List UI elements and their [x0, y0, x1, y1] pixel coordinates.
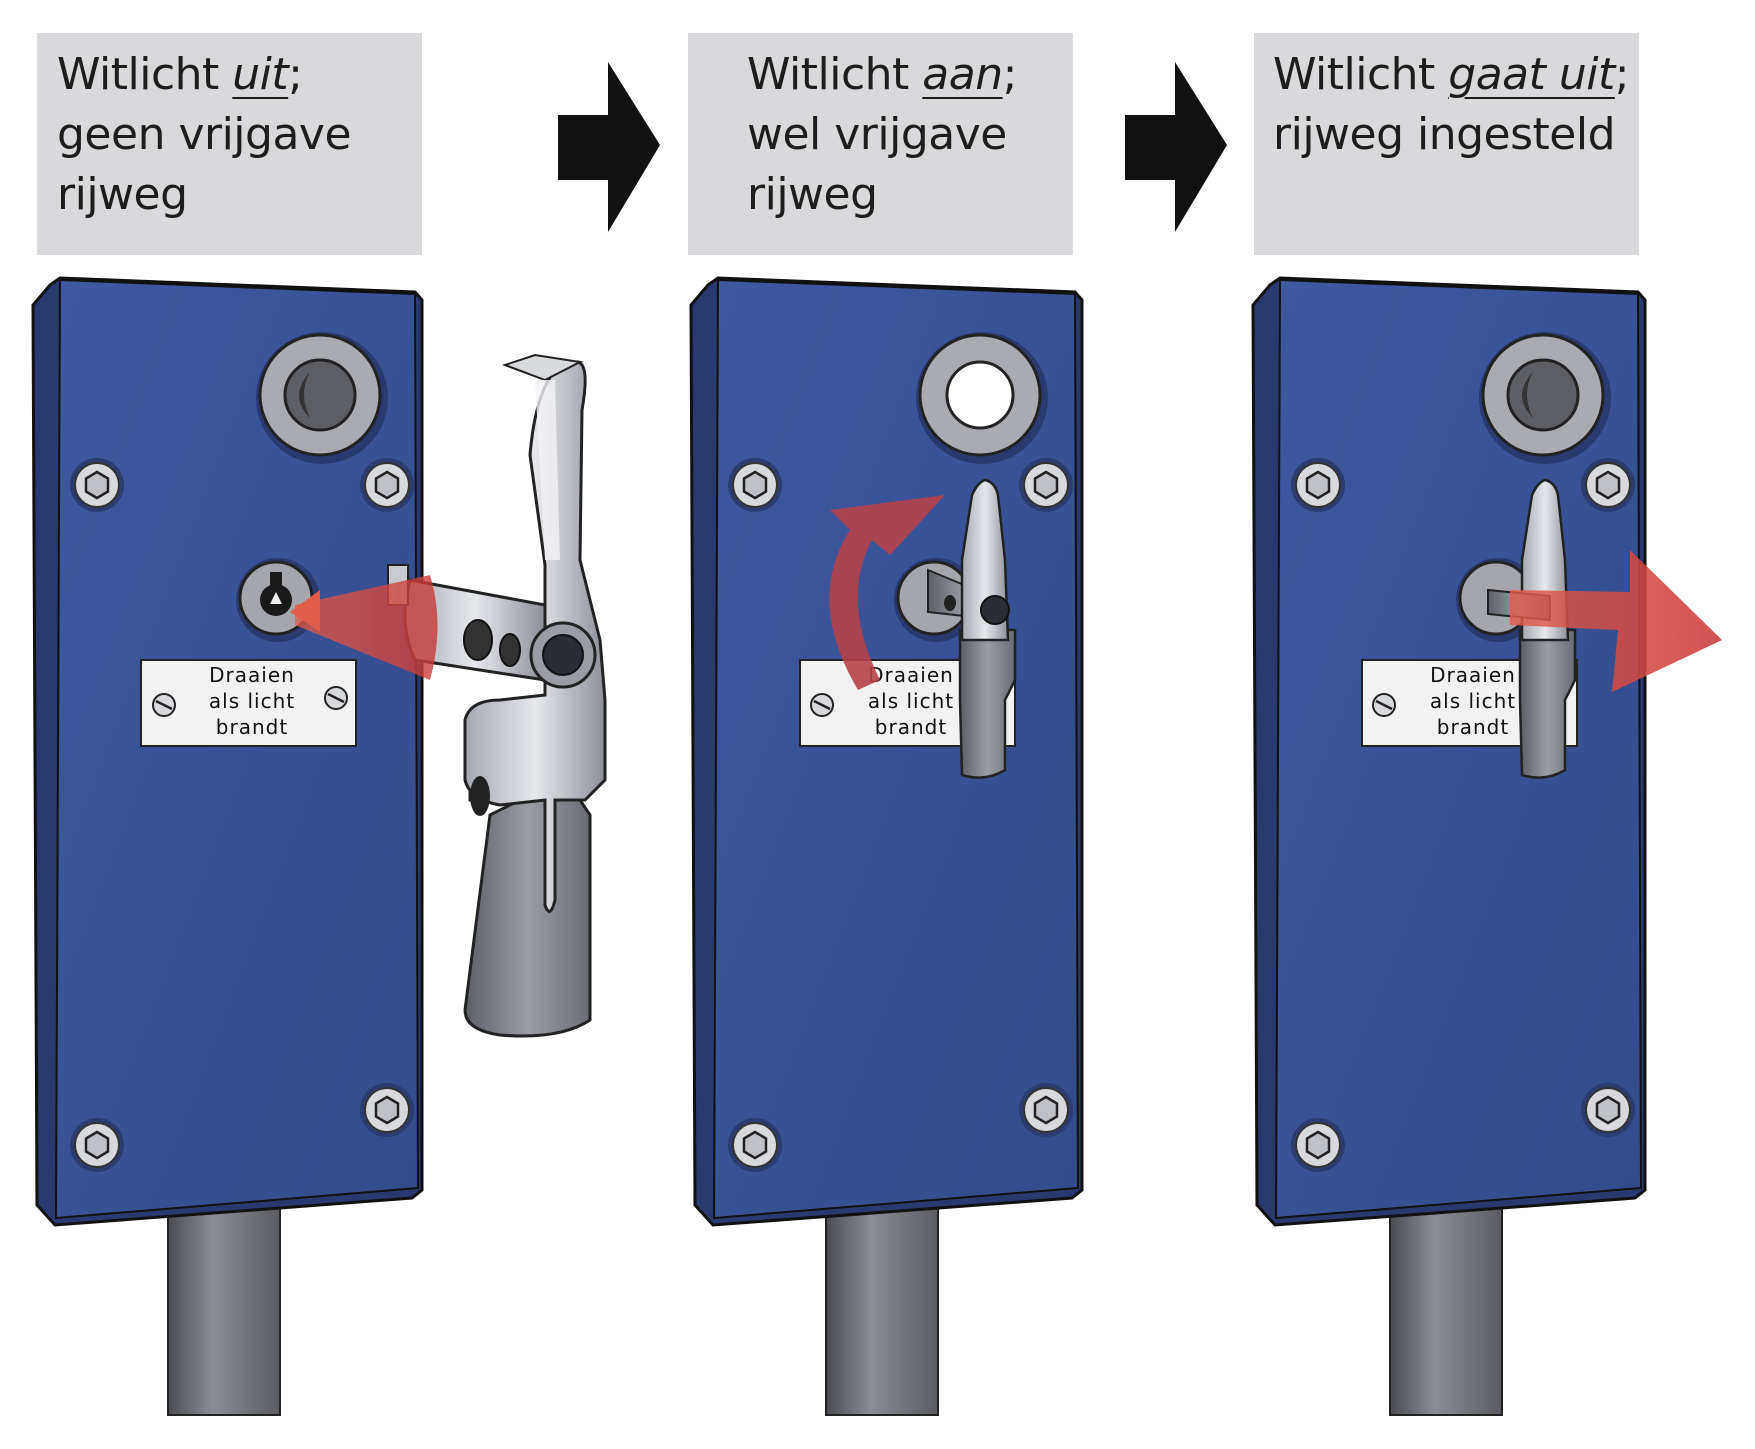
plate-text-3: brandt [216, 715, 288, 739]
plate-text-2: als licht [1430, 689, 1516, 713]
keyhole [236, 558, 320, 642]
key-icon [927, 478, 1017, 779]
plate-text-1: Draaien [1430, 663, 1516, 687]
instruction-plate: Draaien als licht brandt [140, 659, 357, 747]
hex-screw-icon [1289, 1116, 1347, 1174]
plate-text-2: als licht [868, 689, 954, 713]
hex-screw-icon [1579, 456, 1637, 514]
pole [167, 1194, 281, 1416]
plate-text-1: Draaien [209, 663, 295, 687]
step-1-line-1: Witlicht uit; [57, 49, 303, 100]
panel-step-2: Draaien als licht brandt [689, 276, 1084, 1416]
step-3-line-2: rijweg ingesteld [1273, 109, 1616, 160]
step-arrow-icon [1125, 62, 1227, 232]
step-1-caption: Witlicht uit; geen vrijgave rijweg [37, 33, 422, 255]
white-light-off [1479, 332, 1611, 464]
slotted-screw-icon [151, 692, 177, 718]
pole [1389, 1194, 1503, 1416]
plate-text-3: brandt [875, 715, 947, 739]
plate-text-3: brandt [1437, 715, 1509, 739]
plate-text-2: als licht [209, 689, 295, 713]
hex-screw-icon [1017, 1081, 1075, 1139]
slotted-screw-icon [323, 685, 349, 711]
step-2-line-1: Witlicht aan; [747, 49, 1017, 100]
slotted-screw-icon [809, 692, 835, 718]
white-light-off [256, 332, 388, 464]
hex-screw-icon [1289, 456, 1347, 514]
step-1-line-2: geen vrijgave [57, 109, 352, 160]
white-light-on [916, 332, 1048, 464]
step-2-caption: Witlicht aan; wel vrijgave rijweg [688, 33, 1073, 255]
blue-housing [54, 278, 420, 1220]
hex-screw-icon [1017, 456, 1075, 514]
step-1-line-3: rijweg [57, 169, 188, 220]
step-2-line-3: rijweg [747, 169, 878, 220]
insert-arrow-icon [295, 575, 438, 680]
insert-arrowhead [290, 590, 320, 632]
hex-screw-icon [68, 1116, 126, 1174]
panel-step-1: Draaien als licht brandt [31, 276, 607, 1416]
hex-screw-icon [358, 456, 416, 514]
hex-screw-icon [358, 1081, 416, 1139]
hex-screw-icon [68, 456, 126, 514]
pole [825, 1194, 939, 1416]
step-arrow-icon [558, 62, 660, 232]
hex-screw-icon [726, 456, 784, 514]
hex-screw-icon [726, 1116, 784, 1174]
hex-screw-icon [1579, 1081, 1637, 1139]
panel-step-3: Draaien als licht brandt [1251, 276, 1722, 1416]
pull-arrow-icon [1510, 550, 1722, 692]
key-icon [387, 353, 607, 1038]
step-3-caption: Witlicht gaat uit; rijweg ingesteld [1254, 33, 1639, 255]
slotted-screw-icon [1371, 692, 1397, 718]
step-3-line-1: Witlicht gaat uit; [1273, 49, 1630, 100]
plate-text-1: Draaien [868, 663, 954, 687]
rotate-arrow-icon [829, 495, 945, 690]
step-2-line-2: wel vrijgave [747, 109, 1007, 160]
